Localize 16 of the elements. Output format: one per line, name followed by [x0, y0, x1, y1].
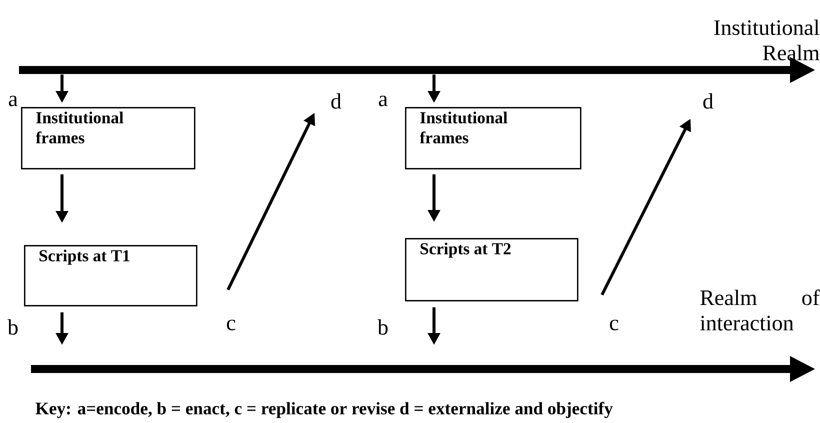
step-letter: d	[703, 93, 714, 109]
process-box: Institutional frames	[21, 107, 196, 170]
step-letter: a	[378, 96, 388, 106]
key-caption: Key: a=encode, b = enact, c = replicate or revise d = externalize and objectify	[36, 402, 613, 418]
process-box: Institutional frames	[405, 107, 582, 170]
step-letter: c	[226, 320, 236, 330]
step-letter: a	[8, 96, 18, 106]
step-letter: d	[331, 93, 342, 109]
step-letter: b	[378, 319, 388, 335]
step-letter: c	[610, 320, 618, 330]
process-box: Scripts at T2	[405, 238, 578, 302]
realm-label: Realm of interaction	[700, 289, 820, 330]
process-box: Scripts at T1	[24, 244, 198, 306]
step-letter: b	[8, 319, 18, 335]
realm-arrow	[31, 356, 815, 382]
realm-label: Institutional Realm	[714, 20, 820, 60]
